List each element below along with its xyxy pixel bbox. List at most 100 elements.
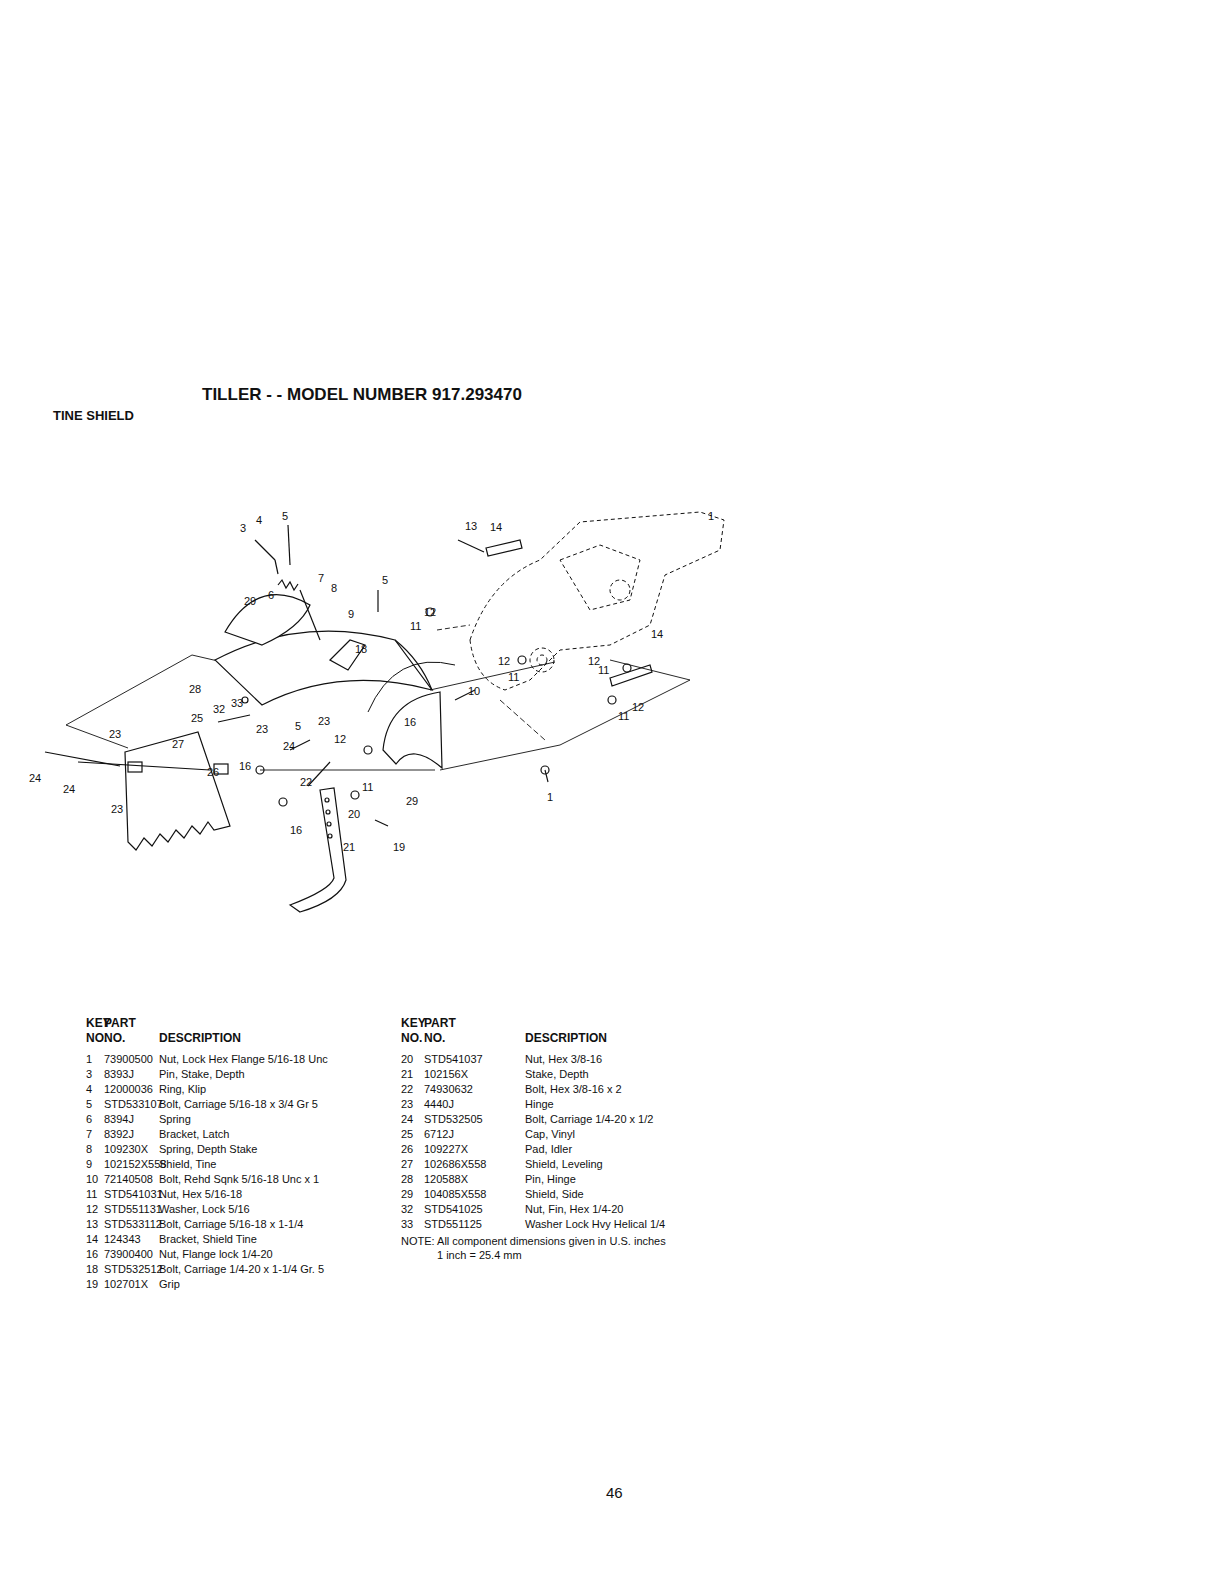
table-cell: Bracket, Shield Tine xyxy=(159,1234,257,1245)
table-cell: 22 xyxy=(401,1084,413,1095)
callout-number: 23 xyxy=(318,716,330,727)
table-cell: Bolt, Rehd Sqnk 5/16-18 Unc x 1 xyxy=(159,1174,319,1185)
table-cell: 16 xyxy=(86,1249,98,1260)
table-cell: 5 xyxy=(86,1099,92,1110)
table-cell: Pin, Stake, Depth xyxy=(159,1069,245,1080)
table-cell: Spring, Depth Stake xyxy=(159,1144,257,1155)
table-cell: Nut, Flange lock 1/4-20 xyxy=(159,1249,273,1260)
table-cell: Washer Lock Hvy Helical 1/4 xyxy=(525,1219,665,1230)
table-cell: 4440J xyxy=(424,1099,454,1110)
table-cell: 25 xyxy=(401,1129,413,1140)
table-cell: Bolt, Carriage 1/4-20 x 1/2 xyxy=(525,1114,653,1125)
table-header: NO. xyxy=(424,1032,445,1044)
table-cell: 12 xyxy=(86,1204,98,1215)
table-cell: Nut, Hex 3/8-16 xyxy=(525,1054,602,1065)
table-header: PART xyxy=(424,1017,456,1029)
table-cell: 74930632 xyxy=(424,1084,473,1095)
table-cell: 7 xyxy=(86,1129,92,1140)
callout-number: 24 xyxy=(283,741,295,752)
table-cell: Nut, Hex 5/16-18 xyxy=(159,1189,242,1200)
table-cell: Bolt, Carriage 1/4-20 x 1-1/4 Gr. 5 xyxy=(159,1264,324,1275)
callout-number: 21 xyxy=(343,842,355,853)
callout-number: 11 xyxy=(362,782,373,793)
table-cell: 102701X xyxy=(104,1279,148,1290)
bracket-part xyxy=(610,665,652,686)
table-cell: Spring xyxy=(159,1114,191,1125)
table-header: DESCRIPTION xyxy=(525,1032,607,1044)
table-cell: 8392J xyxy=(104,1129,134,1140)
table-cell: 1 xyxy=(86,1054,92,1065)
callout-number: 12 xyxy=(632,702,644,713)
bracket-part xyxy=(486,540,522,556)
callout-number: 9 xyxy=(348,609,354,620)
table-cell: STD541025 xyxy=(424,1204,483,1215)
callout-number: 5 xyxy=(282,511,288,522)
table-cell: 10 xyxy=(86,1174,98,1185)
callout-number: 11 xyxy=(598,665,609,676)
table-cell: 14 xyxy=(86,1234,98,1245)
note-text: 1 inch = 25.4 mm xyxy=(437,1250,522,1261)
table-cell: 124343 xyxy=(104,1234,141,1245)
callout-number: 28 xyxy=(189,684,201,695)
callout-number: 19 xyxy=(393,842,405,853)
callout-number: 22 xyxy=(300,777,312,788)
table-cell: STD551131 xyxy=(104,1204,162,1215)
callout-number: 32 xyxy=(213,704,225,715)
callout-number: 4 xyxy=(256,515,262,526)
table-cell: 33 xyxy=(401,1219,413,1230)
callout-number: 20 xyxy=(348,809,360,820)
table-cell: 4 xyxy=(86,1084,92,1095)
callout-number: 29 xyxy=(244,596,256,607)
table-cell: 24 xyxy=(401,1114,413,1125)
table-cell: 13 xyxy=(86,1219,98,1230)
table-cell: Bracket, Latch xyxy=(159,1129,229,1140)
callout-number: 25 xyxy=(191,713,203,724)
callout-number: 8 xyxy=(331,583,337,594)
table-cell: Stake, Depth xyxy=(525,1069,589,1080)
table-cell: 19 xyxy=(86,1279,98,1290)
table-cell: 20 xyxy=(401,1054,413,1065)
table-cell: Pad, Idler xyxy=(525,1144,572,1155)
table-cell: Shield, Side xyxy=(525,1189,584,1200)
table-cell: 120588X xyxy=(424,1174,468,1185)
depth-stake-shape xyxy=(290,788,346,912)
table-cell: Ring, Klip xyxy=(159,1084,206,1095)
page-number: 46 xyxy=(606,1485,623,1500)
table-cell: STD551125 xyxy=(424,1219,482,1230)
callout-number: 7 xyxy=(318,573,324,584)
table-cell: Bolt, Carriage 5/16-18 x 3/4 Gr 5 xyxy=(159,1099,318,1110)
callout-number: 29 xyxy=(406,796,418,807)
callout-number: 6 xyxy=(268,590,274,601)
table-header: NO. xyxy=(104,1032,125,1044)
table-cell: STD532505 xyxy=(424,1114,483,1125)
callout-number: 3 xyxy=(240,523,246,534)
table-cell: STD541031 xyxy=(104,1189,163,1200)
callout-number: 12 xyxy=(424,607,436,618)
table-cell: Shield, Leveling xyxy=(525,1159,603,1170)
table-cell: 109227X xyxy=(424,1144,468,1155)
table-cell: 104085X558 xyxy=(424,1189,486,1200)
table-cell: 73900400 xyxy=(104,1249,153,1260)
table-cell: Pin, Hinge xyxy=(525,1174,576,1185)
callout-number: 27 xyxy=(172,739,184,750)
table-cell: 6 xyxy=(86,1114,92,1125)
table-cell: STD533112 xyxy=(104,1219,162,1230)
callout-number: 16 xyxy=(404,717,416,728)
callout-number: 23 xyxy=(111,804,123,815)
callout-number: 14 xyxy=(490,522,502,533)
table-cell: 102156X xyxy=(424,1069,468,1080)
callout-number: 5 xyxy=(382,575,388,586)
callout-number: 5 xyxy=(295,721,301,732)
table-header: NO. xyxy=(401,1032,422,1044)
table-header: KEY xyxy=(401,1017,426,1029)
table-cell: 12000036 xyxy=(104,1084,153,1095)
table-cell: 32 xyxy=(401,1204,413,1215)
table-cell: 26 xyxy=(401,1144,413,1155)
page-title: TILLER - - MODEL NUMBER 917.293470 xyxy=(202,386,522,403)
callout-number: 33 xyxy=(231,698,243,709)
callout-number: 23 xyxy=(109,729,121,740)
side-shield-shape xyxy=(383,692,442,768)
table-cell: Grip xyxy=(159,1279,180,1290)
table-cell: 6712J xyxy=(424,1129,454,1140)
table-cell: 3 xyxy=(86,1069,92,1080)
